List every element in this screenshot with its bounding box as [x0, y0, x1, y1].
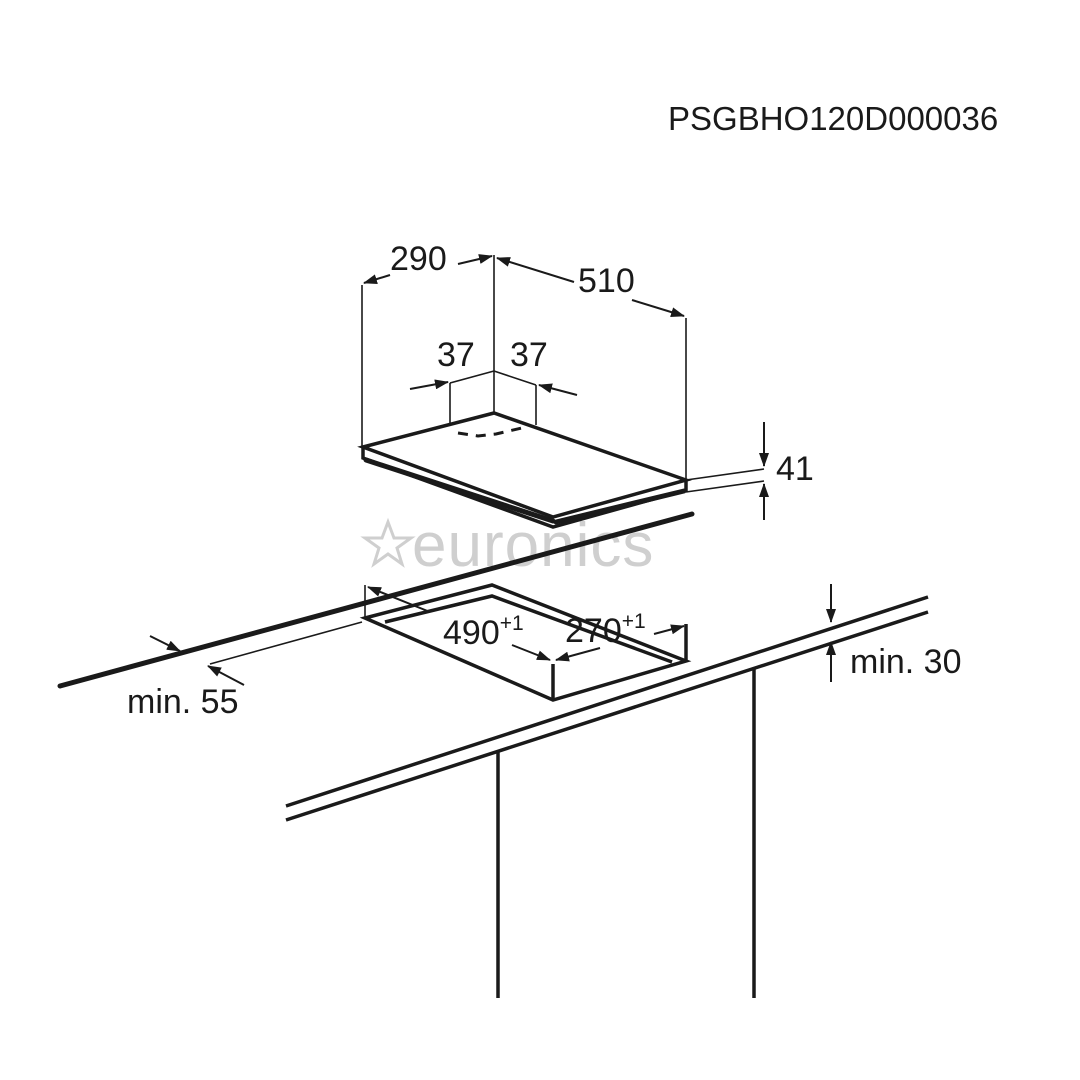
- dim-490-arrow-bottom: [511, 644, 551, 661]
- cutout: [359, 583, 692, 702]
- dim-290-arrow-right: [457, 254, 493, 265]
- min55-arrow-front: [207, 665, 245, 686]
- dim-cutout-width-value: 270: [565, 612, 622, 650]
- height-ext-top: [685, 468, 765, 481]
- dim-490-arrow-top: [367, 586, 431, 613]
- dim-290-arrow-left: [363, 274, 391, 284]
- dim-270-arrow-right: [653, 624, 685, 635]
- min55-ext: [209, 621, 363, 665]
- dim-height-label: 41: [776, 450, 814, 488]
- dim-width-label: 290: [390, 240, 447, 278]
- hob-front-edge: [361, 447, 688, 529]
- dim-cutout-depth-value: 490: [443, 614, 500, 652]
- hob-underside-right: [553, 488, 687, 525]
- hob-unit: [357, 411, 692, 529]
- drawing-code: PSGBHO120D000036: [668, 100, 998, 137]
- inset-line-right: [493, 370, 537, 386]
- dim-cutout-depth-tol: +1: [500, 612, 524, 635]
- height-ext-bottom: [685, 480, 765, 493]
- dim-37-arrow-right: [538, 383, 578, 396]
- watermark: euronics: [360, 511, 654, 580]
- dim-cutout-depth-label: 490+1: [443, 612, 524, 652]
- dim-37-arrow-left: [409, 379, 449, 390]
- inset-line-left: [449, 370, 495, 384]
- worktop-front-edge-bottom: [285, 610, 929, 822]
- dim-cutout-width-tol: +1: [622, 610, 646, 633]
- dim-min-wall-label: min. 30: [850, 643, 962, 681]
- worktop: [57, 511, 929, 998]
- dim-depth-label: 510: [578, 262, 635, 300]
- dim-right-inset-label: 37: [510, 336, 548, 374]
- hob-underside-left: [363, 457, 556, 524]
- watermark-star-icon: [360, 517, 416, 568]
- watermark-text: euronics: [412, 511, 654, 580]
- worktop-front-edge-top: [285, 595, 929, 808]
- dim-510-arrow-right: [631, 299, 685, 317]
- dim-cutout-width-label: 270+1: [565, 610, 646, 650]
- dim-left-inset-label: 37: [437, 336, 475, 374]
- cutout-outline: [359, 583, 692, 702]
- worktop-back-edge: [57, 511, 695, 689]
- cutout-inner-back: [384, 594, 673, 664]
- dim-510-arrow-left: [496, 257, 575, 283]
- dim-270-arrow-left: [555, 647, 601, 662]
- dim-min-front-label: min. 55: [127, 683, 239, 721]
- hob-hidden-edge: [457, 425, 527, 438]
- min55-arrow-back: [149, 635, 181, 652]
